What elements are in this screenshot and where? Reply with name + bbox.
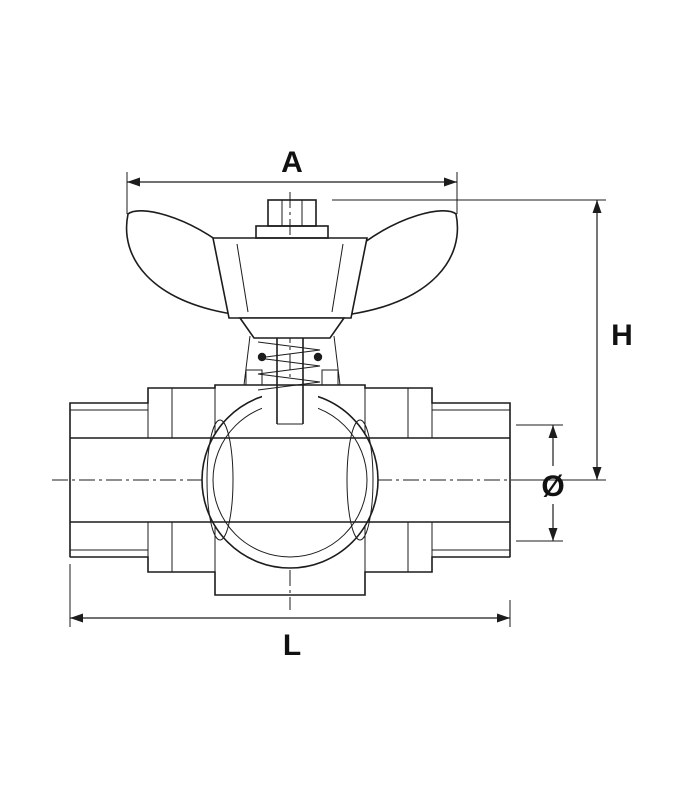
- dim-l-arrow-right: [497, 613, 510, 623]
- right-thread-top-wall: [431, 402, 511, 439]
- dimension-l: L: [69, 564, 511, 662]
- left-thread-top-wall: [69, 402, 149, 439]
- o-ring-right: [313, 352, 323, 362]
- stem-assembly: [243, 335, 341, 425]
- dim-l-arrow-left: [70, 613, 83, 623]
- dimension-h: H: [332, 199, 633, 481]
- right-union-bottom-wall: [364, 521, 433, 573]
- bonnet-slant-left: [243, 335, 251, 386]
- bonnet-neck-left: [245, 369, 263, 386]
- dim-d-arrow-bottom: [548, 528, 558, 541]
- dim-h-label: H: [611, 319, 633, 352]
- dim-d-label: Ø: [541, 470, 564, 503]
- butterfly-handle: [125, 199, 459, 339]
- dim-a-arrow-left: [127, 177, 140, 187]
- handle-cap-inner-right: [331, 243, 344, 313]
- body-outer-profile-bottom: [70, 556, 510, 596]
- left-seat: [206, 419, 234, 541]
- handle-nut: [267, 199, 317, 227]
- left-union-top-wall: [147, 387, 216, 439]
- handle-left-wing: [125, 209, 233, 315]
- body-outer-profile-top: [69, 384, 511, 557]
- right-thread-bottom-wall: [431, 521, 511, 558]
- handle-washer: [255, 225, 329, 239]
- valve-body: [69, 380, 511, 596]
- dim-h-arrow-bottom: [592, 467, 602, 480]
- left-union-bottom-wall: [147, 521, 216, 573]
- handle-skirt: [238, 317, 346, 339]
- left-thread-bottom-wall: [69, 521, 149, 558]
- handle-right-wing: [351, 209, 459, 315]
- right-seat: [346, 419, 374, 541]
- dim-h-arrow-top: [592, 200, 602, 213]
- dimension-a: A: [126, 146, 458, 214]
- dimension-diameter: Ø: [516, 424, 565, 542]
- dim-d-arrow-top: [548, 425, 558, 438]
- stem-opening: [262, 380, 318, 438]
- handle-center-cap: [212, 237, 368, 319]
- stem-spring: [257, 341, 321, 391]
- dim-l-label: L: [283, 629, 301, 662]
- o-ring-left: [257, 352, 267, 362]
- bonnet-slant-right: [333, 335, 341, 386]
- dim-a-arrow-right: [444, 177, 457, 187]
- right-union-top-wall: [364, 387, 433, 439]
- dim-a-label: A: [281, 146, 303, 179]
- bonnet-neck-right: [321, 369, 339, 386]
- handle-cap-inner-left: [236, 243, 249, 313]
